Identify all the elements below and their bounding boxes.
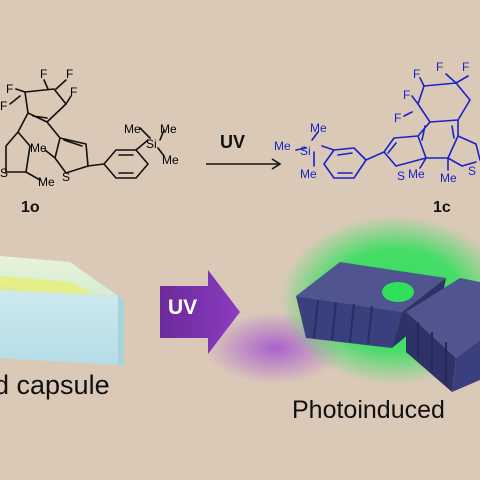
uv-block-arrow-label: UV — [168, 296, 198, 319]
crystal-right — [406, 278, 480, 392]
atom-s-right: S — [62, 170, 70, 184]
atom-f-1: F — [40, 67, 47, 81]
reaction-arrow-label: UV — [220, 132, 246, 152]
caption-left: d capsule — [0, 370, 110, 400]
atom-f-c1: F — [413, 67, 420, 81]
atom-s-c-left: S — [397, 169, 405, 183]
atom-f-3: F — [6, 82, 13, 96]
atom-f-5: F — [0, 99, 7, 113]
caption-right: Photoinduced — [292, 396, 445, 424]
atom-me-2: Me — [30, 141, 47, 155]
atom-f-c4: F — [403, 88, 410, 102]
atom-me-c1: Me — [408, 167, 425, 181]
atom-si-c: Si — [300, 144, 311, 158]
molecule-1c: F F F F F S S Me Me Si Me Me Me — [274, 60, 480, 185]
compound-label-1o: 1o — [21, 199, 40, 216]
atom-me-4: Me — [160, 122, 177, 136]
reaction-arrow — [206, 158, 282, 170]
atom-me-c3: Me — [310, 121, 327, 135]
capsule-block — [0, 256, 124, 366]
atom-f-4: F — [70, 85, 77, 99]
atom-f-2: F — [66, 67, 73, 81]
atom-f-c2: F — [436, 60, 443, 74]
compound-label-1c: 1c — [433, 199, 451, 216]
atom-me-5: Me — [162, 153, 179, 167]
atom-me-c5: Me — [300, 167, 317, 181]
atom-si: Si — [146, 137, 157, 151]
atom-s-c-right: S — [468, 164, 476, 178]
atom-s-left: S — [0, 166, 8, 180]
atom-me-3: Me — [124, 122, 141, 136]
atom-f-c3: F — [462, 60, 469, 74]
atom-f-c5: F — [394, 111, 401, 125]
atom-me-c4: Me — [274, 139, 291, 153]
molecule-1o: F F F F F S S Me Me Si Me Me Me — [0, 67, 179, 189]
atom-me-1: Me — [38, 175, 55, 189]
atom-me-c2: Me — [440, 171, 457, 185]
